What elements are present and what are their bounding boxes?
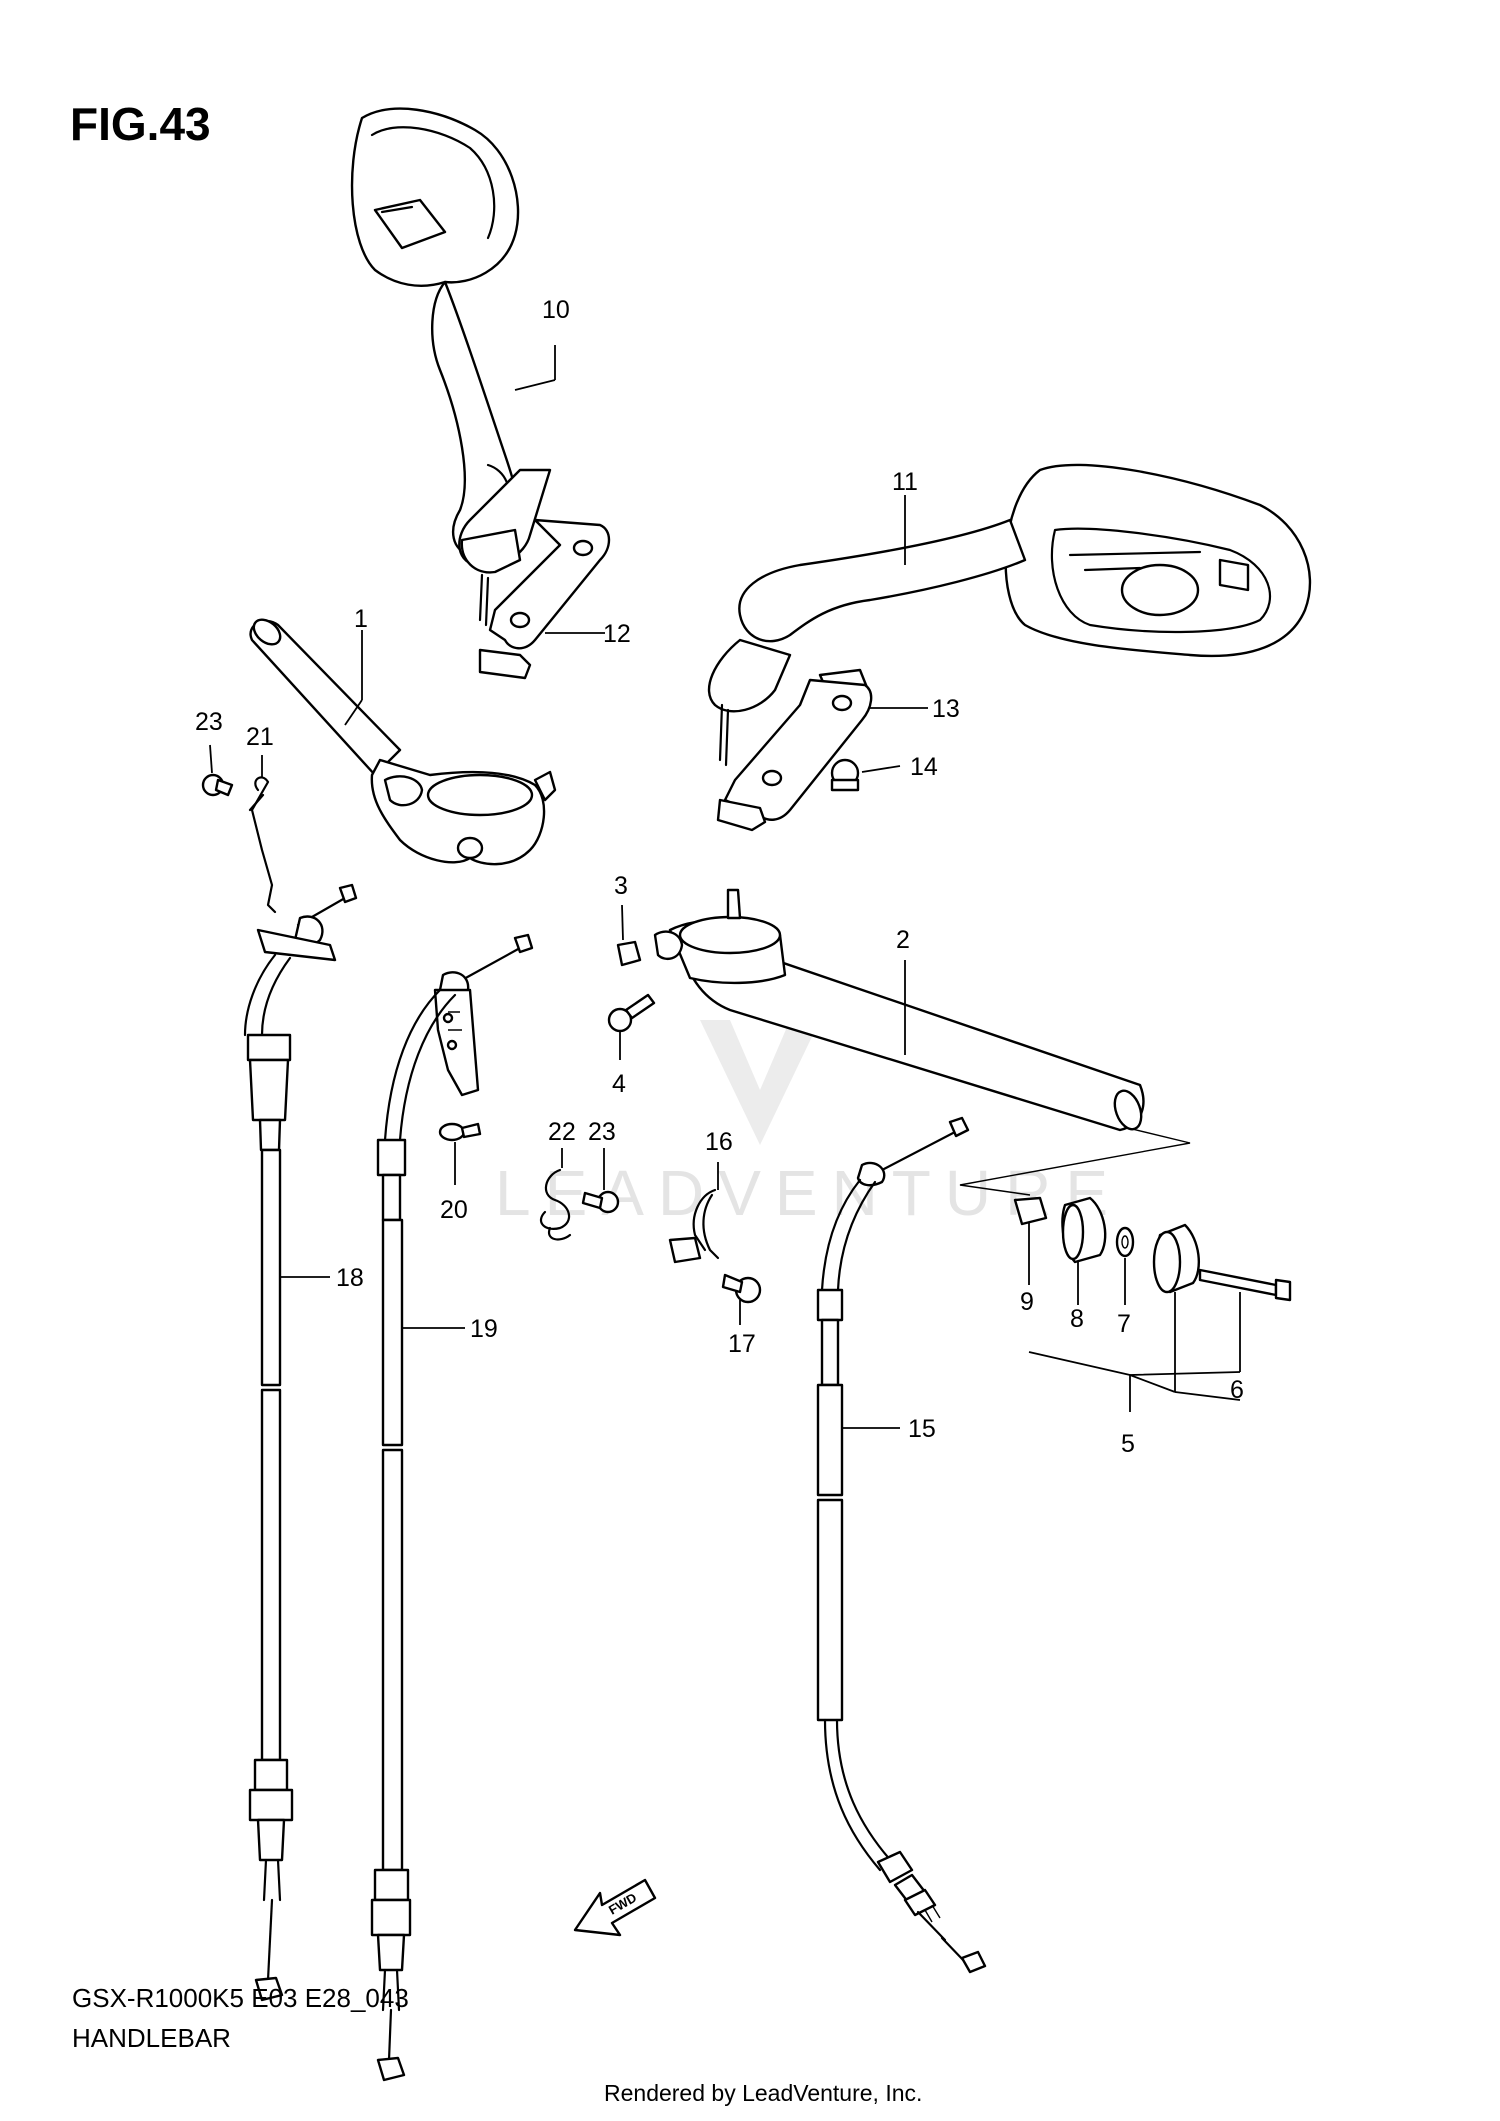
callout-19: 19 (470, 1315, 498, 1343)
model-code: GSX-R1000K5 E03 E28_043 (72, 1983, 409, 2013)
callout-8: 8 (1070, 1305, 1084, 1333)
callout-1: 1 (354, 605, 368, 633)
callout-6: 6 (1230, 1376, 1244, 1404)
assembly-name: HANDLEBAR (72, 2023, 231, 2053)
part-17-bolt: 17 (721, 1273, 762, 1358)
part-20-screw: 20 (438, 1122, 482, 1224)
part-16-clamp: 16 (668, 1128, 733, 1264)
part-4-bolt: 4 (607, 993, 656, 1098)
part-5-balancer-set: 5 (1028, 1351, 1241, 1458)
part-1-handlebar-left: 1 (249, 605, 557, 866)
callout-9: 9 (1020, 1288, 1034, 1316)
part-6-balancer-weight: 6 (1152, 1223, 1292, 1404)
callout-2: 2 (896, 926, 910, 954)
part-19-throttle-cable: 19 (370, 933, 534, 2082)
callout-20: 20 (440, 1196, 468, 1224)
callout-16: 16 (705, 1128, 733, 1156)
watermark: LEADVENTURE (495, 1020, 1122, 1229)
callout-5: 5 (1121, 1430, 1135, 1458)
callout-23-left: 23 (195, 708, 223, 736)
watermark-text: LEADVENTURE (495, 1157, 1122, 1229)
part-18-throttle-cable: 18 (243, 883, 364, 2002)
callout-22: 22 (548, 1118, 576, 1146)
callout-17: 17 (728, 1330, 756, 1358)
part-15-clutch-cable: 15 (816, 1116, 987, 1974)
part-23-bolt-left: 23 (195, 708, 234, 797)
callout-23-center: 23 (588, 1118, 616, 1146)
part-12-mirror-bracket-left: 12 (545, 620, 631, 648)
part-10-left-mirror: 10 (350, 107, 611, 680)
part-11-right-mirror: 11 (707, 463, 1312, 767)
forward-direction-arrow: FWD (573, 1878, 657, 1937)
balancer-leader-zigzag (959, 1127, 1191, 1196)
part-2-handlebar-right: 2 (653, 888, 1145, 1132)
callout-13: 13 (932, 695, 960, 723)
part-13-mirror-bracket-right: 13 (716, 678, 960, 832)
part-8-spacer: 8 (1061, 1196, 1107, 1333)
render-credit: Rendered by LeadVenture, Inc. (604, 2080, 922, 2106)
callout-15: 15 (908, 1415, 936, 1443)
part-3-bolt: 3 (614, 872, 642, 967)
callout-7: 7 (1117, 1310, 1131, 1338)
part-22-clip: 22 (539, 1118, 576, 1241)
callout-10: 10 (542, 296, 570, 324)
callout-21: 21 (246, 723, 274, 751)
figure-title: FIG.43 (70, 98, 211, 150)
part-7-washer: 7 (1115, 1226, 1135, 1338)
part-14-bolt: 14 (830, 753, 938, 792)
part-21-clip: 21 (246, 723, 277, 914)
callout-4: 4 (612, 1070, 626, 1098)
callout-14: 14 (910, 753, 938, 781)
callout-18: 18 (336, 1264, 364, 1292)
callout-3: 3 (614, 872, 628, 900)
part-9-nut: 9 (1013, 1196, 1048, 1316)
part-23-bolt-center: 23 (581, 1118, 620, 1214)
callout-12: 12 (603, 620, 631, 648)
callout-11: 11 (892, 468, 918, 496)
